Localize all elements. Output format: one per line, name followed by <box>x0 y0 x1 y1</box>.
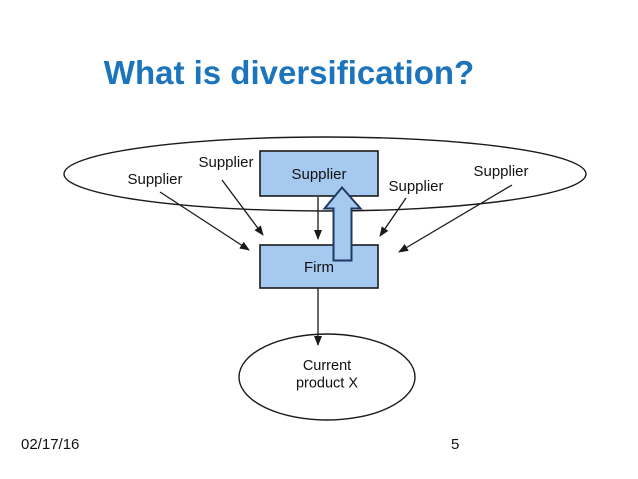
footer-date: 02/17/16 <box>21 436 80 453</box>
current-product-ellipse <box>238 333 416 421</box>
supplier-far-right-arrow <box>398 184 513 253</box>
supplier-box <box>259 150 379 197</box>
supplier-label-right: Supplier <box>388 178 443 195</box>
footer-page-number: 5 <box>451 436 460 453</box>
supplier-label-far-right: Supplier <box>473 163 528 180</box>
firm-label: Firm <box>304 259 334 276</box>
supplier-left-arrow <box>159 191 250 251</box>
page-title: What is diversification? <box>103 54 475 92</box>
current-product-label-line2: product X <box>296 376 358 392</box>
firm-box <box>259 244 379 289</box>
current-product-label-line1: Current <box>303 358 351 374</box>
supplier-box-label: Supplier <box>291 166 346 183</box>
supplier-label-left: Supplier <box>127 171 182 188</box>
suppliers-ellipse <box>63 136 587 212</box>
supplier-label-upper-left: Supplier <box>198 154 253 171</box>
block-arrow-up-icon <box>322 185 363 262</box>
supplier-right-arrow <box>379 197 407 237</box>
supplier-upper-left-arrow <box>221 179 264 236</box>
